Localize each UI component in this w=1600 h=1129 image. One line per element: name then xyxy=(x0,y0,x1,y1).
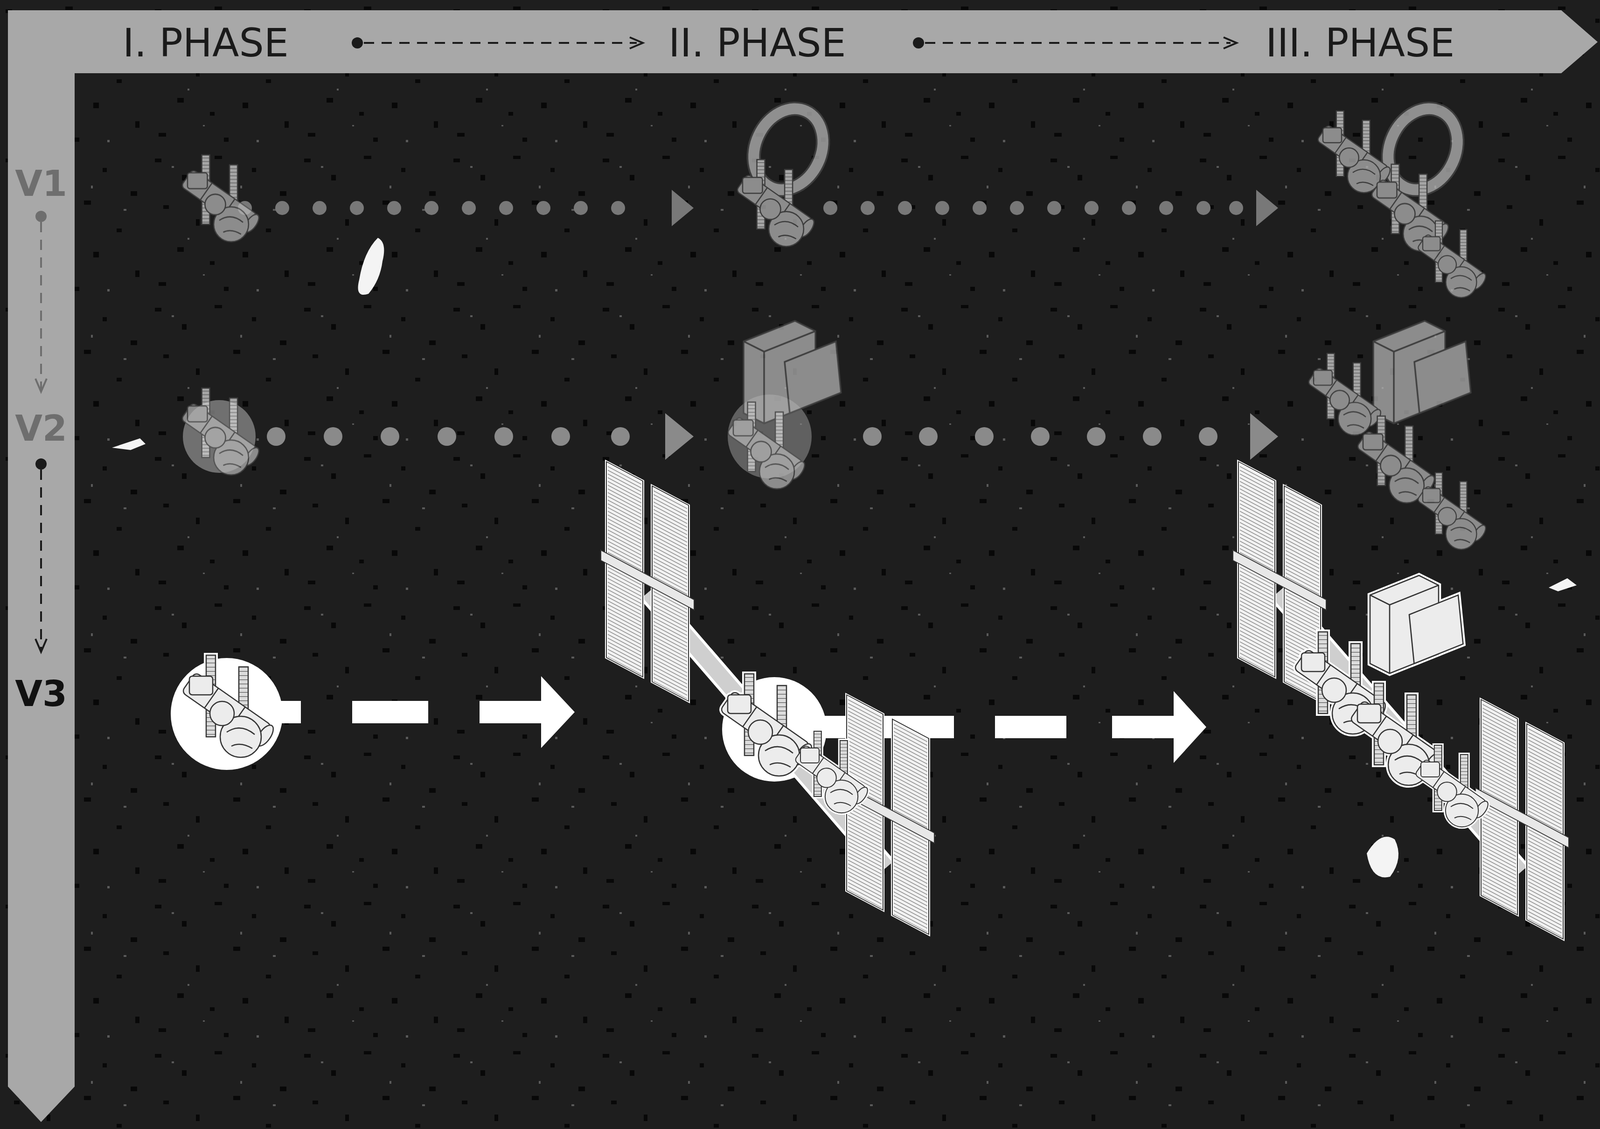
version-label: V1 xyxy=(14,166,68,202)
phase-label: I. PHASE xyxy=(122,23,289,63)
frame-bar xyxy=(7,10,1598,1123)
station-v3 xyxy=(181,459,1569,943)
station-v1 xyxy=(180,97,1489,298)
version-label: V2 xyxy=(14,410,68,447)
phase-label: III. PHASE xyxy=(1265,23,1455,63)
phase-label: II. PHASE xyxy=(668,23,847,63)
version-label: V3 xyxy=(14,676,68,712)
